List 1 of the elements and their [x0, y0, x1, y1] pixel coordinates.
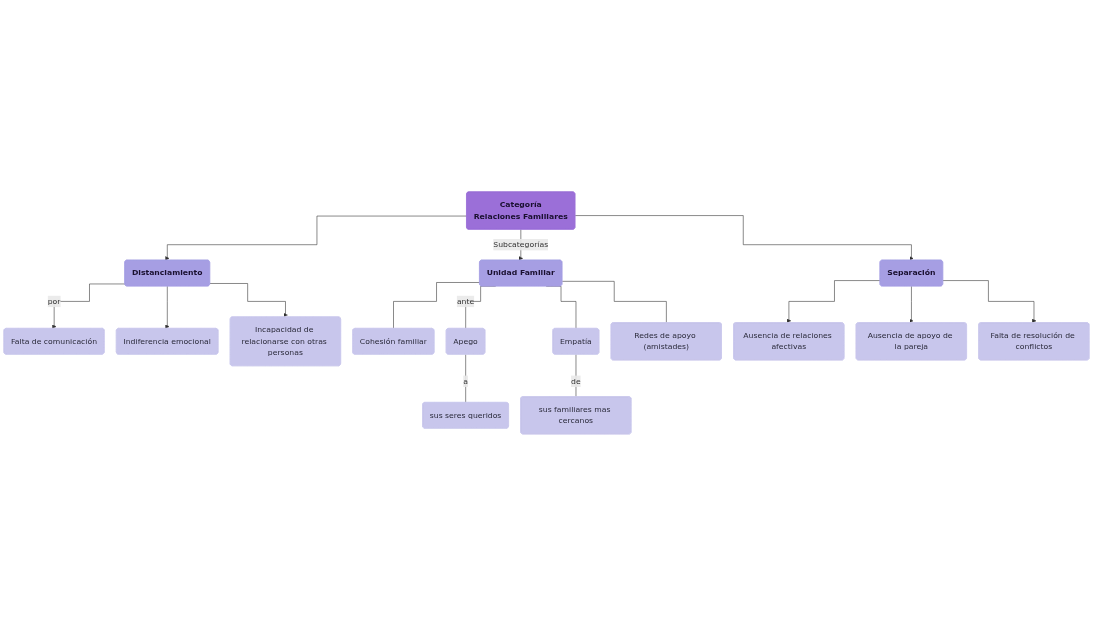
connector — [393, 281, 480, 329]
